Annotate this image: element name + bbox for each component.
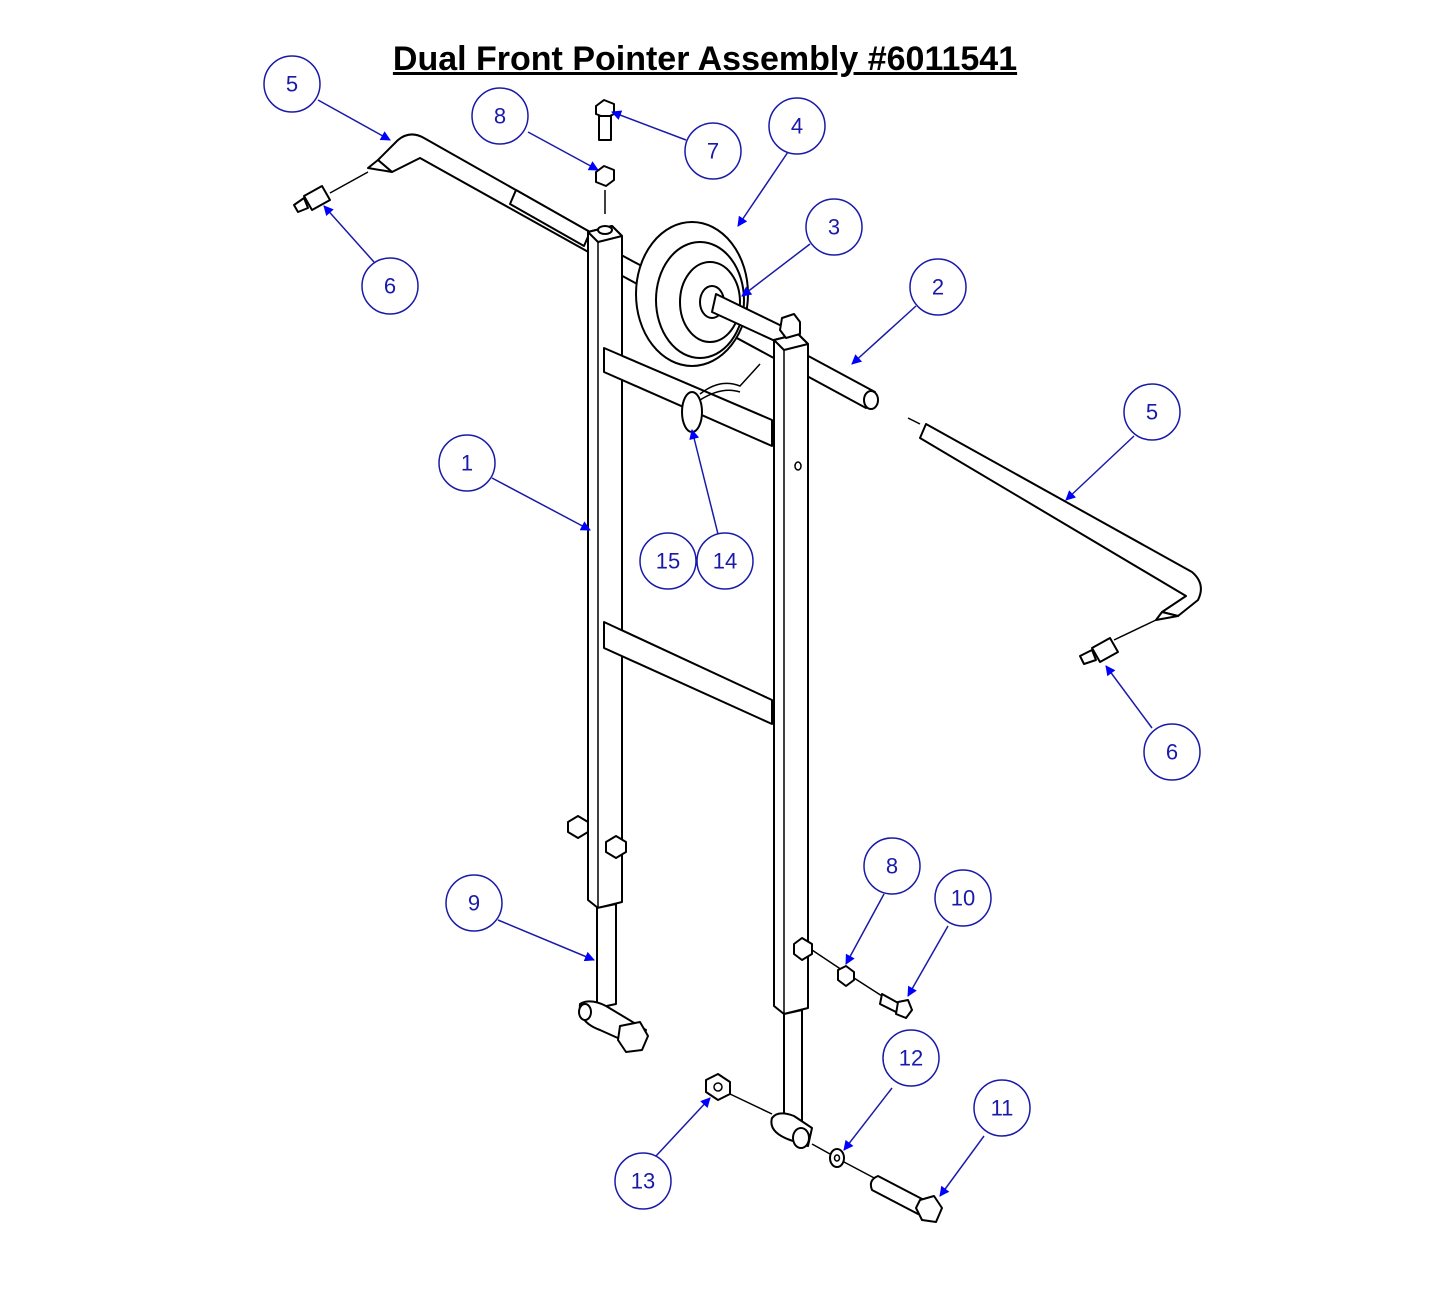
callout-label: 9: [468, 891, 480, 916]
top-nut: [595, 165, 615, 214]
bolt-10: [879, 993, 913, 1019]
callout-balloon: 11: [973, 1079, 1031, 1137]
callout-balloon: 14: [696, 532, 754, 590]
frame-lower-brace: [603, 621, 773, 725]
pointer-rod-left: [367, 133, 599, 255]
top-bolt: [595, 99, 615, 141]
callout-balloon: 13: [614, 1152, 672, 1210]
callout-label: 5: [286, 72, 298, 97]
callout-label: 2: [932, 275, 944, 300]
pointer-tip-left: [293, 171, 369, 213]
callout-balloon: 7: [684, 122, 742, 180]
wheel: [635, 221, 749, 367]
callout-label: 3: [828, 215, 840, 240]
callout-balloon: 8: [471, 87, 529, 145]
right-extension-rod: [770, 1009, 813, 1149]
callout-label: 5: [1146, 400, 1158, 425]
left-extension-rod: [578, 903, 649, 1053]
callout-label: 6: [384, 274, 396, 299]
callout-balloon: 8: [863, 837, 921, 895]
callout-label: 10: [951, 886, 975, 911]
callout-label: 8: [886, 854, 898, 879]
callout-balloon: 15: [639, 532, 697, 590]
left-post-nuts: [567, 815, 627, 859]
callout-balloon: 3: [805, 198, 863, 256]
callout-label: 11: [991, 1096, 1014, 1121]
callout-balloon: 6: [361, 257, 419, 315]
callout-balloon: 9: [445, 874, 503, 932]
callout-label: 4: [791, 114, 803, 139]
callout-balloon: 2: [909, 258, 967, 316]
callout-label: 8: [494, 104, 506, 129]
callout-label: 1: [461, 451, 473, 476]
callout-balloon: 5: [1123, 383, 1181, 441]
pointer-rod-right: [919, 423, 1202, 621]
callout-label: 12: [899, 1046, 923, 1071]
bolt-11: [869, 1175, 943, 1223]
frame-left-post: [587, 225, 623, 909]
callout-label: 13: [631, 1169, 655, 1194]
callout-balloon: 12: [882, 1029, 940, 1087]
callout-balloon: 4: [768, 97, 826, 155]
right-post-nut: [793, 937, 843, 971]
callout-label: 14: [713, 549, 737, 574]
callout-label: 15: [656, 549, 680, 574]
nut-8-lower: [837, 965, 883, 997]
frame-right-post: [773, 313, 809, 1015]
callout-balloon: 5: [263, 55, 321, 113]
callout-label: 7: [707, 139, 719, 164]
callout-balloon: 10: [934, 869, 992, 927]
callout-label: 6: [1166, 740, 1178, 765]
callout-balloon: 6: [1143, 723, 1201, 781]
pointer-tip-right: [1079, 619, 1157, 665]
leader-lines: [317, 99, 1153, 1197]
washer-12: [811, 1143, 879, 1181]
diagram-title: Dual Front Pointer Assembly #6011541: [392, 40, 1018, 78]
callout-balloon: 1: [438, 434, 496, 492]
nut-13: [705, 1073, 773, 1115]
